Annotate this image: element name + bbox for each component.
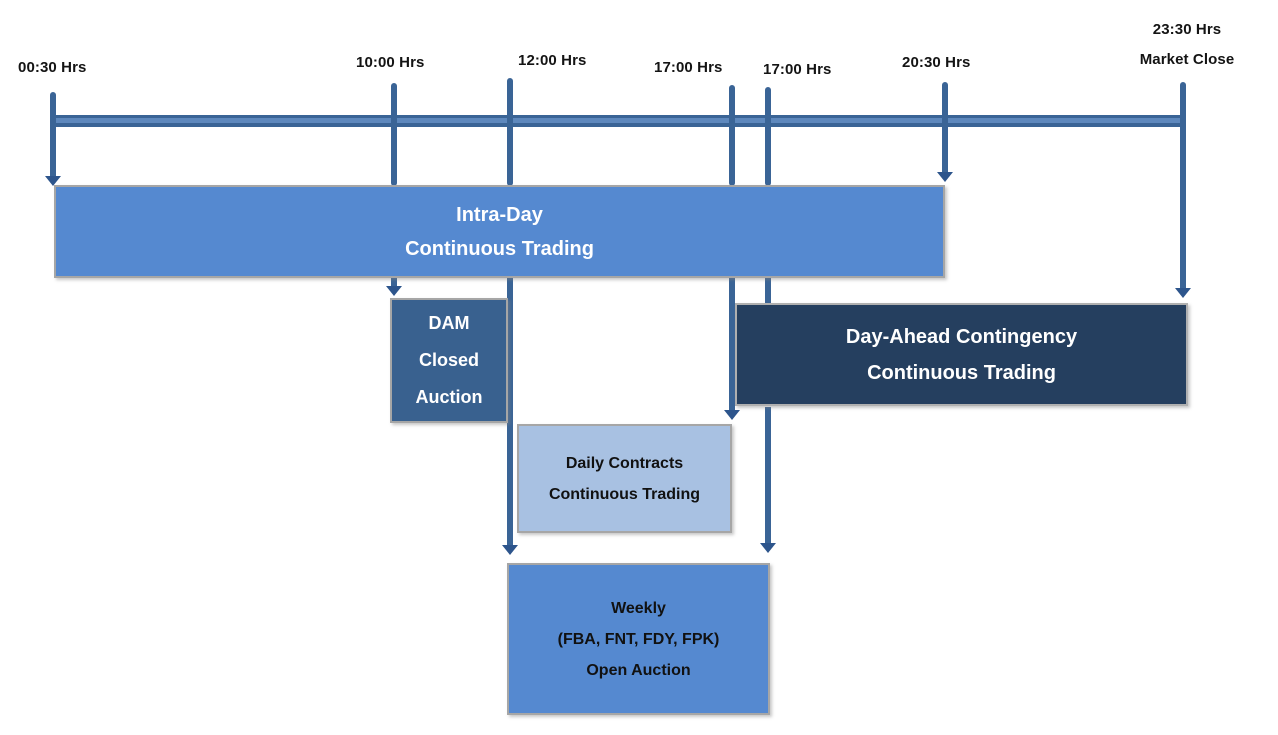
time-label-2330-market-close: 23:30 Hrs Market Close [1122,15,1252,75]
intra-day-box-line1: Intra-Day [456,203,543,226]
weekly-box-line2: (FBA, FNT, FDY, FPK) [557,630,720,648]
dam-box-line1: DAM [428,313,470,333]
weekly-box-line3: Open Auction [586,661,691,679]
daily-box-line1: Daily Contracts [565,454,684,472]
dam-box-line3: Auction [415,387,483,407]
connector-2030-arrow [942,82,948,172]
time-label-2330-line1: 23:30 Hrs [1152,21,1222,38]
connector-1700b-middle [765,277,771,304]
connector-1700b-upper [765,87,771,186]
time-label-0030: 00:30 Hrs [18,59,87,76]
connector-0030-arrow [50,92,56,176]
day-ahead-contingency-box: Day-Ahead Contingency Continuous Trading [735,303,1188,406]
time-label-1700-a: 17:00 Hrs [654,59,723,76]
connector-1700b-to-weekly-arrow [765,407,771,543]
connector-1200-upper [507,78,513,186]
daily-contracts-box: Daily Contracts Continuous Trading [517,424,732,533]
connector-1200-to-weekly-arrow [507,277,513,545]
daily-box-line2: Continuous Trading [548,485,701,503]
timeline-axis-line [53,115,1186,127]
weekly-box-line1: Weekly [611,599,666,617]
day-ahead-box-line1: Day-Ahead Contingency [845,325,1078,348]
connector-1000-upper [391,83,397,186]
time-label-1700-b: 17:00 Hrs [763,61,832,78]
dam-box-line2: Closed [418,350,479,370]
time-label-2030: 20:30 Hrs [902,54,971,71]
intra-day-box-line2: Continuous Trading [405,237,594,260]
dam-closed-auction-box: DAM Closed Auction [390,298,508,423]
time-label-2330-line2: Market Close [1139,51,1235,68]
time-label-1200: 12:00 Hrs [518,52,587,69]
connector-1700a-to-daily-arrow [729,277,735,410]
connector-1000-to-dam-arrow [391,277,397,286]
weekly-open-auction-box: Weekly (FBA, FNT, FDY, FPK) Open Auction [507,563,770,715]
time-label-1000: 10:00 Hrs [356,54,425,71]
day-ahead-box-line2: Continuous Trading [867,361,1056,384]
connector-1700a-upper [729,85,735,186]
intra-day-continuous-trading-box: Intra-Day Continuous Trading [54,185,945,278]
connector-2330-arrow [1180,82,1186,288]
